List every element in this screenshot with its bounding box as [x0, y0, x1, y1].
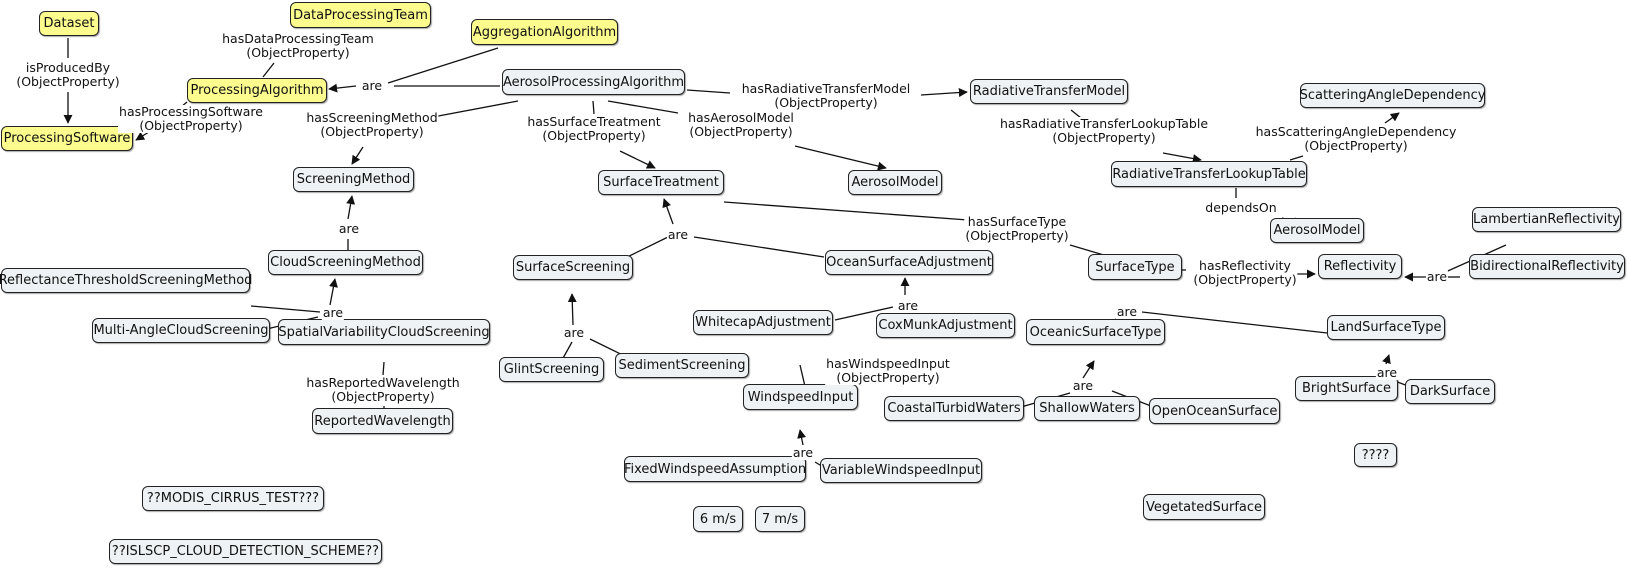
node-whitecap-adjustment[interactable]: WhitecapAdjustment — [693, 310, 833, 335]
link-label-are-screening: are — [337, 221, 361, 236]
connector-line-20 — [1384, 112, 1400, 124]
link-label-has-radiative-transfer-lookup-table: hasRadiativeTransferLookupTable(ObjectPr… — [998, 116, 1210, 145]
connector-line-18 — [1162, 152, 1202, 163]
link-label-depends-on: dependsOn — [1204, 200, 1278, 215]
node-lambertian-reflectivity[interactable]: LambertianReflectivity — [1472, 207, 1621, 232]
node-multi-angle-cloud-screening[interactable]: Multi-AngleCloudScreening — [92, 318, 270, 343]
link-label-are-reflectivity: are — [1425, 269, 1449, 284]
node-bright-surface[interactable]: BrightSurface — [1295, 376, 1398, 401]
connector-line-19 — [1289, 155, 1304, 161]
node-aerosol-model-2[interactable]: AerosolModel — [1270, 218, 1364, 243]
link-label-is-produced-by: isProducedBy(ObjectProperty) — [15, 60, 121, 89]
connector-line-9 — [686, 89, 731, 94]
node-open-ocean-surface[interactable]: OpenOceanSurface — [1149, 398, 1280, 424]
node-dataset[interactable]: Dataset — [39, 11, 99, 36]
node-dark-surface[interactable]: DarkSurface — [1405, 379, 1495, 404]
connector-line-3 — [262, 62, 275, 78]
node-windspeed-input[interactable]: WindspeedInput — [743, 384, 858, 410]
connector-line-48 — [1082, 360, 1095, 379]
node-coxmunk-adjustment[interactable]: CoxMunkAdjustment — [876, 313, 1015, 338]
link-label-has-data-processing-team: hasDataProcessingTeam(ObjectProperty) — [221, 31, 375, 60]
connector-line-4 — [387, 47, 499, 84]
link-label-are-algorithm: are — [360, 78, 384, 93]
connector-line-58 — [797, 429, 807, 446]
connector-line-54 — [382, 361, 385, 376]
link-label-has-reported-wavelength: hasReportedWavelength(ObjectProperty) — [305, 375, 461, 404]
connector-line-6 — [328, 83, 357, 93]
node-surface-treatment[interactable]: SurfaceTreatment — [598, 170, 724, 195]
link-label-are-land: are — [1375, 365, 1399, 380]
link-label-has-reflectivity: hasReflectivity(ObjectProperty) — [1192, 258, 1298, 287]
link-label-has-surface-treatment: hasSurfaceTreatment(ObjectProperty) — [526, 114, 662, 143]
link-label-are-cloud: are — [321, 305, 345, 320]
node-bidirectional-reflectivity[interactable]: BidirectionalReflectivity — [1469, 254, 1625, 279]
connector-line-10 — [920, 88, 968, 98]
node-variable-windspeed-input[interactable]: VariableWindspeedInput — [820, 458, 982, 483]
node-glint-screening[interactable]: GlintScreening — [499, 357, 604, 382]
link-label-are-oceanic: are — [1071, 378, 1095, 393]
node-sediment-screening[interactable]: SedimentScreening — [615, 353, 749, 378]
node-reported-wavelength[interactable]: ReportedWavelength — [312, 408, 453, 434]
link-label-has-radiative-transfer-model: hasRadiativeTransferModel(ObjectProperty… — [740, 81, 912, 110]
node-6-ms[interactable]: 6 m/s — [693, 506, 743, 532]
connector-line-26 — [662, 198, 674, 225]
node-shallow-waters[interactable]: ShallowWaters — [1034, 396, 1140, 421]
connector-line-45 — [567, 293, 577, 326]
node-radiative-transfer-lookup-table[interactable]: RadiativeTransferLookupTable — [1111, 161, 1307, 187]
node-land-surface-type[interactable]: LandSurfaceType — [1327, 315, 1445, 340]
node-processing-software[interactable]: ProcessingSoftware — [1, 126, 133, 151]
connector-line-11 — [432, 100, 519, 118]
connector-line-14 — [619, 150, 656, 169]
link-label-has-surface-type: hasSurfaceType(ObjectProperty) — [964, 214, 1070, 243]
node-reflectance-threshold-screening-method[interactable]: ReflectanceThresholdScreeningMethod — [0, 268, 252, 293]
connector-line-28 — [723, 201, 969, 221]
node-7-ms[interactable]: 7 m/s — [755, 506, 805, 532]
connector-line-36 — [329, 278, 338, 306]
node-scattering-angle-dependency[interactable]: ScatteringAngleDependency — [1300, 83, 1485, 108]
link-label-are-surface-screening: are — [562, 325, 586, 340]
link-label-are-windspeed: are — [791, 445, 815, 460]
node-aggregation-algorithm[interactable]: AggregationAlgorithm — [471, 19, 618, 45]
node-ocean-surface-adjustment[interactable]: OceanSurfaceAdjustment — [825, 250, 993, 275]
link-label-are-treatment: are — [666, 227, 690, 242]
node-aerosol-model[interactable]: AerosolModel — [848, 170, 942, 195]
node-radiative-transfer-model[interactable]: RadiativeTransferModel — [970, 79, 1128, 104]
node-unknown[interactable]: ???? — [1354, 443, 1397, 467]
node-data-processing-team[interactable]: DataProcessingTeam — [290, 2, 431, 28]
node-processing-algorithm[interactable]: ProcessingAlgorithm — [187, 78, 327, 103]
connector-line-41 — [834, 306, 894, 321]
link-label-has-scattering-angle-dependency: hasScatteringAngleDependency(ObjectPrope… — [1254, 124, 1458, 153]
node-modis-cirrus-test[interactable]: ??MODIS_CIRRUS_TEST??? — [142, 486, 324, 511]
connector-line-17 — [1070, 109, 1082, 119]
link-label-has-windspeed-input: hasWindspeedInput(ObjectProperty) — [825, 356, 951, 385]
connector-line-12 — [351, 146, 364, 165]
node-surface-screening[interactable]: SurfaceScreening — [513, 255, 633, 280]
node-cloud-screening-method[interactable]: CloudScreeningMethod — [268, 250, 423, 275]
link-label-has-screening-method: hasScreeningMethod(ObjectProperty) — [305, 110, 439, 139]
link-label-has-processing-software: hasProcessingSoftware(ObjectProperty) — [118, 104, 264, 133]
connector-line-43 — [1141, 311, 1337, 335]
connector-line-13 — [592, 100, 595, 115]
node-vegetated-surface[interactable]: VegetatedSurface — [1143, 494, 1265, 520]
link-label-has-aerosol-model: hasAerosolModel(ObjectProperty) — [687, 110, 795, 139]
node-reflectivity[interactable]: Reflectivity — [1318, 254, 1402, 279]
node-fixed-windspeed-assumption[interactable]: FixedWindspeedAssumption — [624, 456, 806, 482]
node-coastal-turbid-waters[interactable]: CoastalTurbidWaters — [884, 396, 1024, 421]
link-label-are-ocean: are — [896, 298, 920, 313]
node-screening-method[interactable]: ScreeningMethod — [293, 167, 414, 192]
connector-line-27 — [693, 236, 825, 258]
node-islscp-cloud-detection-scheme[interactable]: ??ISLSCP_CLOUD_DETECTION_SCHEME?? — [109, 539, 382, 564]
connector-line-15 — [607, 100, 679, 114]
node-surface-type[interactable]: SurfaceType — [1088, 254, 1182, 280]
node-aerosol-processing-algorithm[interactable]: AerosolProcessingAlgorithm — [502, 69, 685, 95]
node-spatial-variability-cloud-screening[interactable]: SpatialVariabilityCloudScreening — [278, 319, 490, 345]
connector-line-35 — [250, 305, 321, 313]
connector-line-24 — [346, 195, 356, 220]
link-label-are-surface-type: are — [1115, 304, 1139, 319]
connector-line-52 — [1382, 354, 1391, 365]
node-oceanic-surface-type[interactable]: OceanicSurfaceType — [1026, 319, 1165, 345]
connector-line-16 — [794, 145, 887, 171]
